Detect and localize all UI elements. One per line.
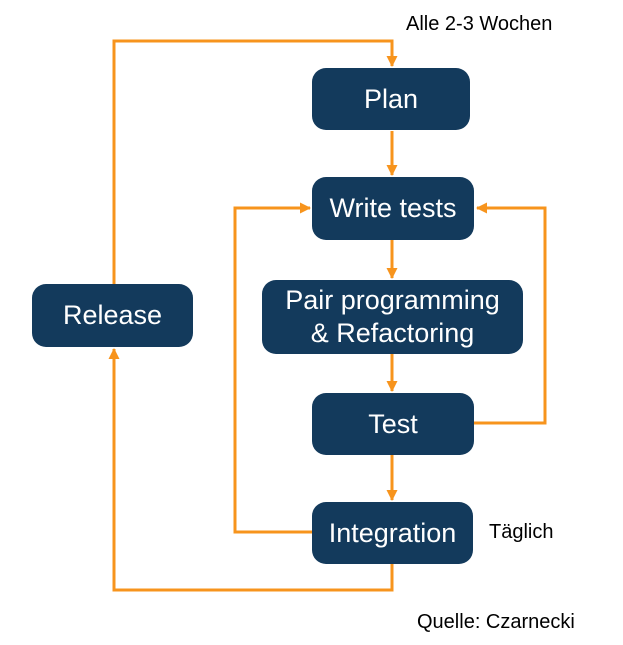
node-plan-label: Plan xyxy=(363,83,419,114)
node-write-tests-label: Write tests xyxy=(329,193,457,224)
edge-test-to-write-tests xyxy=(474,202,547,425)
node-integration-label: Integration xyxy=(328,517,457,548)
node-pair-programming: Pair programming & Refactoring xyxy=(262,280,523,354)
edge-integration-to-release xyxy=(108,348,394,592)
edge-release-to-plan xyxy=(112,39,398,284)
source-label: Quelle: Czarnecki xyxy=(417,611,575,633)
node-pair-programming-label-line2: & Refactoring xyxy=(310,318,475,348)
node-test-label: Test xyxy=(368,408,418,439)
node-release-label: Release xyxy=(62,300,163,331)
edge-integration-to-write-tests xyxy=(233,202,312,534)
cycle-weeks-label: Alle 2-3 Wochen xyxy=(406,13,553,35)
node-plan: Plan xyxy=(312,68,470,130)
node-release: Release xyxy=(32,284,193,347)
node-write-tests: Write tests xyxy=(312,177,474,240)
node-test: Test xyxy=(312,393,474,455)
daily-label: Täglich xyxy=(489,521,554,543)
node-pair-programming-label-line1: Pair programming xyxy=(285,285,500,316)
node-integration: Integration xyxy=(312,502,473,564)
